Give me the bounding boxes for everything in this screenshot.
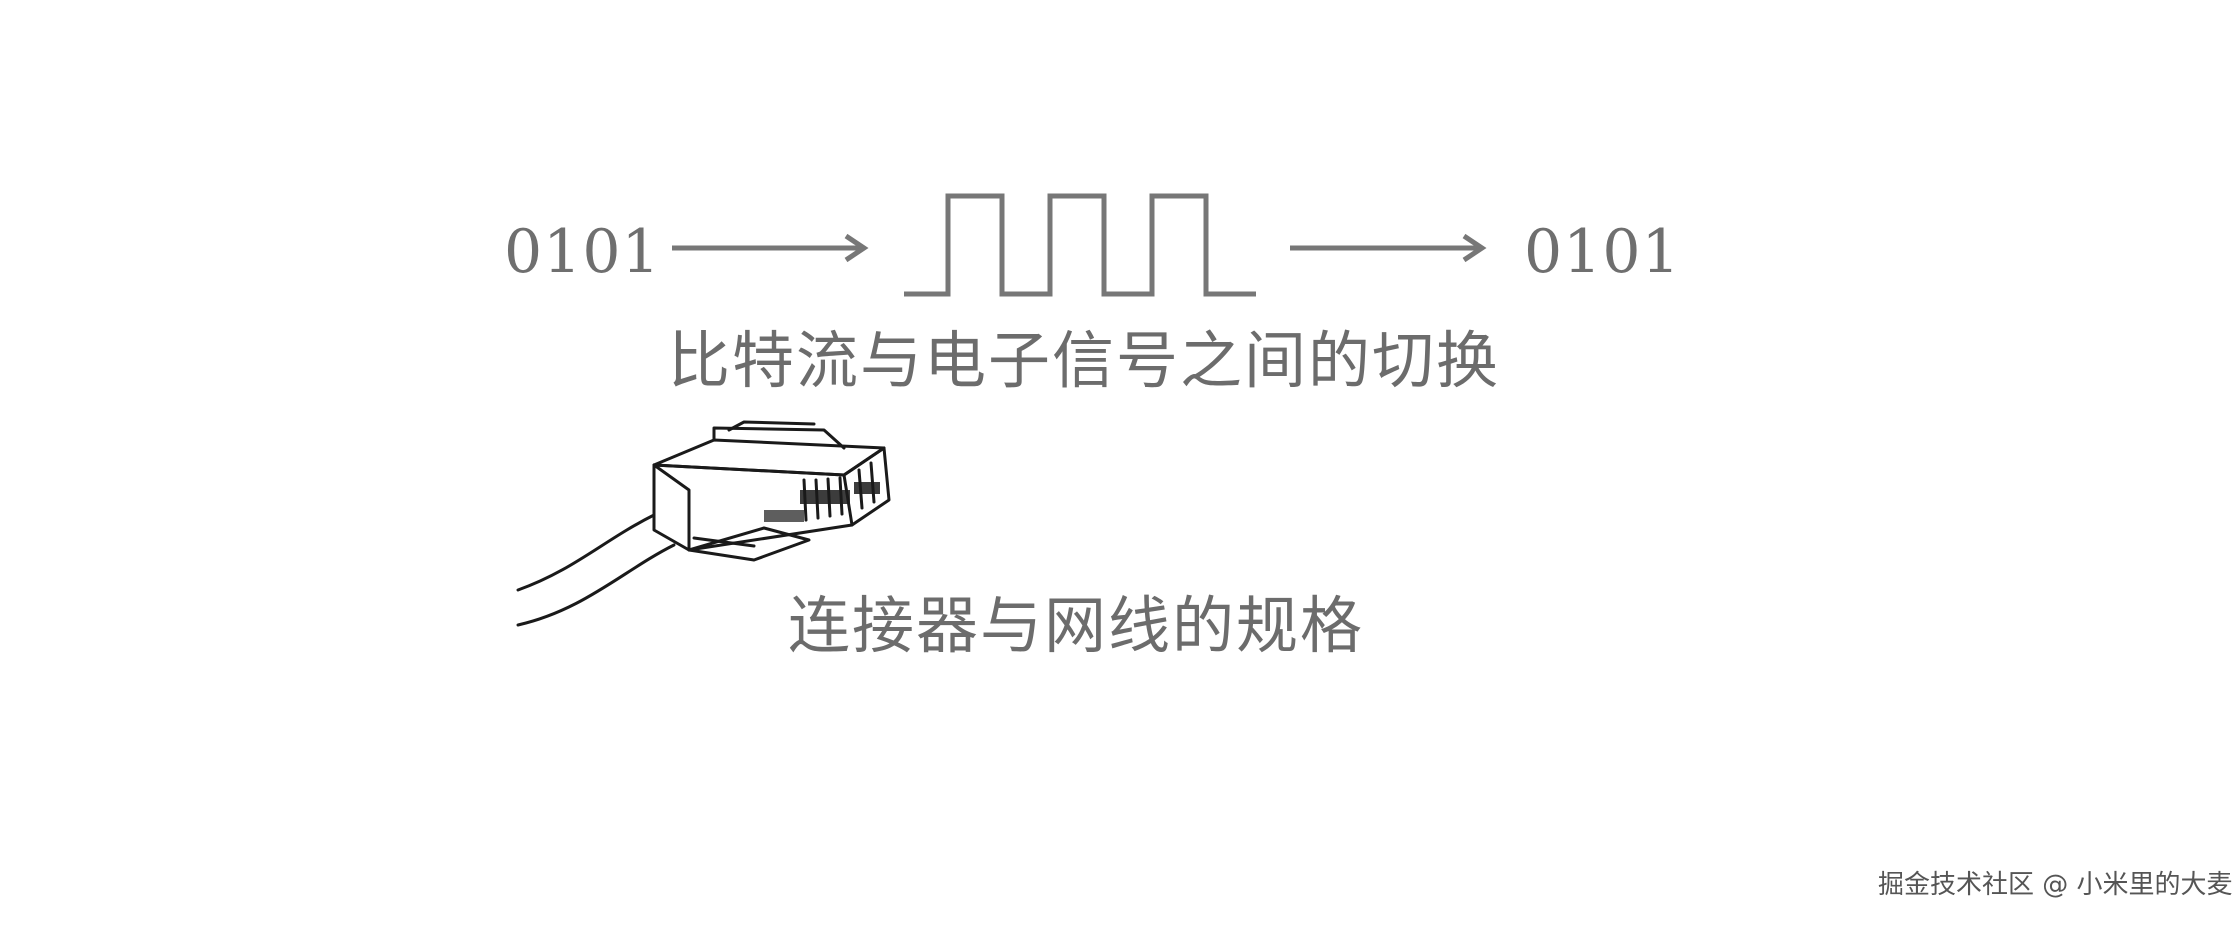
right-arrow-icon [672, 233, 869, 263]
watermark-text: 掘金技术社区 @ 小米里的大麦 [1878, 870, 2233, 900]
right-arrow-icon [1290, 233, 1487, 263]
output-bits-label: 0101 [1524, 217, 1681, 287]
square-wave-icon [904, 193, 1256, 297]
input-bits-label: 0101 [504, 217, 661, 287]
rj45-connector-icon [516, 420, 891, 627]
connector-caption: 连接器与网线的规格 [788, 589, 1365, 662]
signal-caption: 比特流与电子信号之间的切换 [668, 324, 1501, 397]
